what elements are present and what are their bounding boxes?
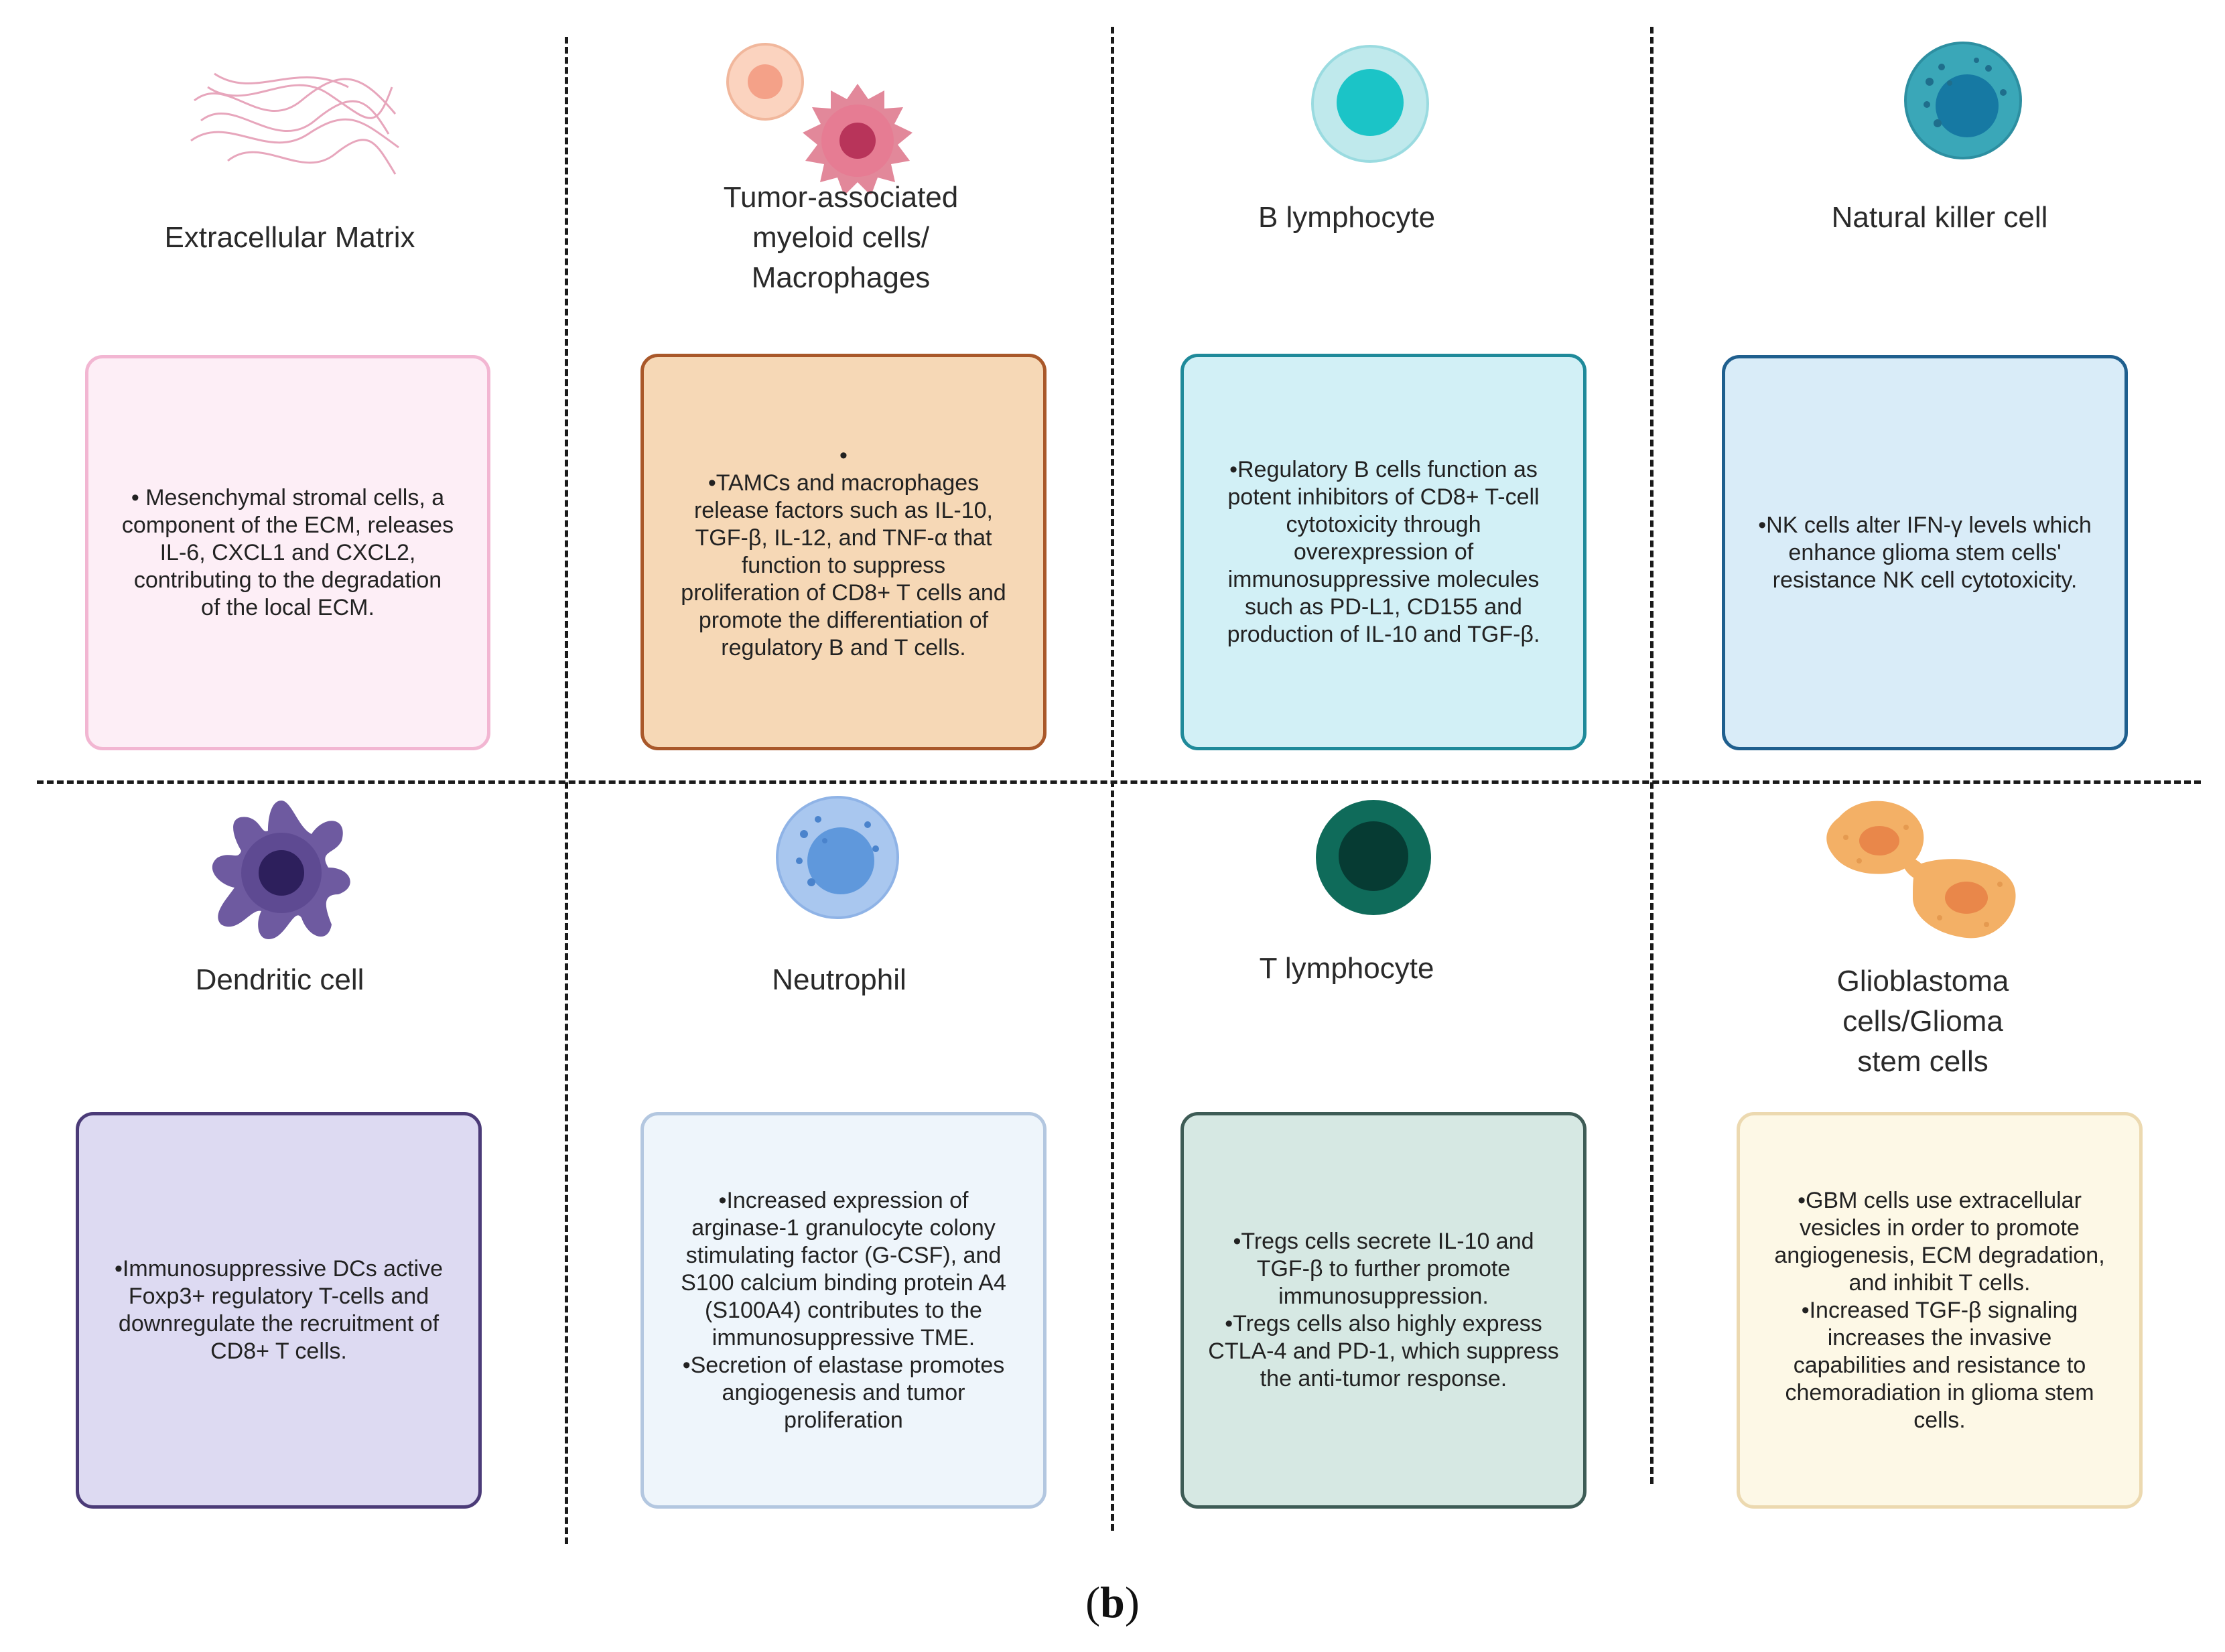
description-box-b-lymphocyte: •Regulatory B cells function as potent i… bbox=[1181, 354, 1587, 750]
description-box-dendritic-cell: •Immunosuppressive DCs active Foxp3+ reg… bbox=[76, 1112, 482, 1509]
divider-vertical-3 bbox=[1650, 27, 1654, 1484]
description-text: • •TAMCs and macrophages release factors… bbox=[681, 443, 1006, 661]
cell-title-macrophages: Tumor-associated myeloid cells/ Macropha… bbox=[723, 181, 959, 294]
cell-title-neutrophil: Neutrophil bbox=[772, 963, 906, 996]
divider-horizontal bbox=[37, 780, 2201, 784]
glioblastoma-cells-icon bbox=[1819, 790, 2027, 951]
caption-close: ) bbox=[1124, 1578, 1140, 1627]
description-text: •GBM cells use extracellular vesicles in… bbox=[1774, 1187, 2105, 1433]
description-text: •Regulatory B cells function as potent i… bbox=[1227, 456, 1540, 647]
ecm-fibers-icon bbox=[188, 60, 402, 188]
description-text: •Increased expression of arginase-1 gran… bbox=[681, 1187, 1006, 1433]
caption-label: b bbox=[1100, 1578, 1125, 1627]
macrophage-icon bbox=[724, 40, 938, 194]
cell-title-nk-cell: Natural killer cell bbox=[1831, 201, 2048, 234]
description-box-neutrophil: •Increased expression of arginase-1 gran… bbox=[640, 1112, 1047, 1509]
cell-title-b-lymphocyte: B lymphocyte bbox=[1258, 201, 1436, 234]
figure-caption: (b) bbox=[0, 1578, 2225, 1629]
divider-vertical-2 bbox=[1111, 27, 1114, 1531]
cell-title-glioblastoma: Glioblastoma cells/Glioma stem cells bbox=[1836, 965, 2009, 1078]
description-box-glioblastoma: •GBM cells use extracellular vesicles in… bbox=[1737, 1112, 2143, 1509]
description-text: •Immunosuppressive DCs active Foxp3+ reg… bbox=[115, 1256, 443, 1364]
cell-title-extracellular-matrix: Extracellular Matrix bbox=[164, 221, 415, 254]
description-box-nk-cell: •NK cells alter IFN-γ levels which enhan… bbox=[1722, 355, 2128, 750]
neutrophil-icon bbox=[774, 794, 901, 921]
description-box-ecm: • Mesenchymal stromal cells, a component… bbox=[85, 355, 490, 750]
caption-open: ( bbox=[1085, 1578, 1101, 1627]
description-text: •Tregs cells secrete IL-10 and TGF-β to … bbox=[1208, 1229, 1559, 1391]
divider-vertical-1 bbox=[565, 37, 568, 1544]
nk-cell-icon bbox=[1903, 40, 2023, 161]
cell-title-t-lymphocyte: T lymphocyte bbox=[1259, 952, 1434, 985]
dendritic-cell-icon bbox=[198, 787, 365, 955]
cell-title-dendritic-cell: Dendritic cell bbox=[195, 963, 364, 996]
t-lymphocyte-icon bbox=[1313, 797, 1434, 918]
description-text: •NK cells alter IFN-γ levels which enhan… bbox=[1758, 512, 2092, 593]
description-text: • Mesenchymal stromal cells, a component… bbox=[121, 484, 454, 620]
b-lymphocyte-icon bbox=[1310, 44, 1430, 164]
description-box-macrophages: • •TAMCs and macrophages release factors… bbox=[640, 354, 1047, 750]
description-box-t-lymphocyte: •Tregs cells secrete IL-10 and TGF-β to … bbox=[1181, 1112, 1587, 1509]
